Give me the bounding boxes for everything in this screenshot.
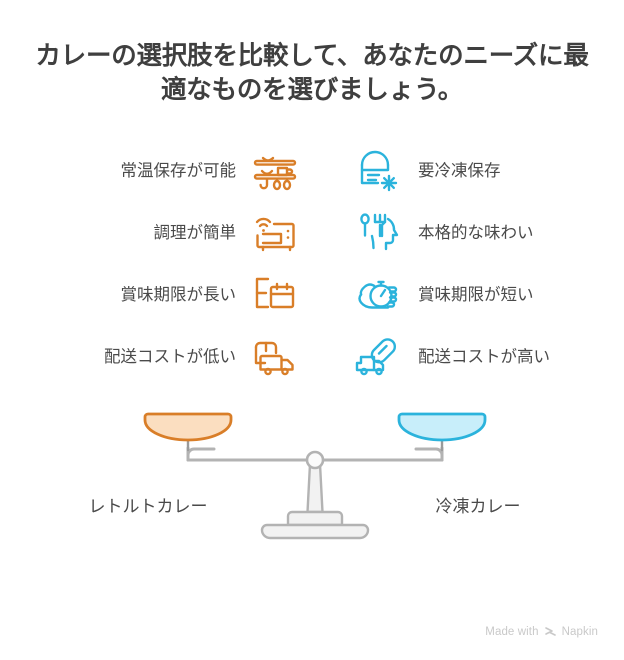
head-cutlery-icon bbox=[352, 208, 406, 258]
made-with-napkin-watermark[interactable]: Made with Napkin bbox=[485, 626, 598, 638]
left-column: 常温保存が可能 bbox=[22, 140, 302, 388]
kitchen-shelf-icon bbox=[248, 146, 302, 196]
list-item[interactable]: 本格的な味わい bbox=[352, 202, 624, 264]
list-item[interactable]: 配送コストが低い bbox=[22, 326, 302, 388]
truck-capsule-icon bbox=[352, 332, 406, 382]
right-item-label-2: 賞味期限が短い bbox=[418, 285, 534, 304]
left-item-label-0: 常温保存が可能 bbox=[120, 161, 237, 180]
list-item[interactable]: 賞味期限が長い bbox=[22, 264, 302, 326]
napkin-logo-icon bbox=[544, 626, 557, 638]
list-item[interactable]: 賞味期限が短い bbox=[352, 264, 624, 326]
left-item-label-3: 配送コストが低い bbox=[104, 347, 236, 366]
left-item-label-2: 賞味期限が長い bbox=[120, 285, 237, 304]
list-item[interactable]: 調理が簡単 bbox=[22, 202, 302, 264]
right-item-label-1: 本格的な味わい bbox=[418, 223, 534, 242]
hand-stopwatch-icon bbox=[352, 270, 406, 320]
watermark-prefix: Made with bbox=[485, 626, 539, 638]
page-title: カレーの選択肢を比較して、あなたのニーズに最適なものを選びましょう。 bbox=[35, 42, 589, 104]
right-item-label-3: 配送コストが高い bbox=[418, 347, 550, 366]
balance-scale-graphic bbox=[140, 398, 490, 548]
right-option-label: 冷凍カレー bbox=[435, 497, 521, 516]
list-item[interactable]: 常温保存が可能 bbox=[22, 140, 302, 202]
list-item[interactable]: 要冷凍保存 bbox=[352, 140, 624, 202]
calendar-icon bbox=[248, 270, 302, 320]
smart-microwave-icon bbox=[248, 208, 302, 258]
left-option-label: レトルトカレー bbox=[88, 497, 208, 516]
left-item-label-1: 調理が簡単 bbox=[153, 223, 237, 242]
list-item[interactable]: 配送コストが高い bbox=[352, 326, 624, 388]
box-truck-icon bbox=[248, 332, 302, 382]
freezer-snowflake-icon bbox=[352, 146, 406, 196]
watermark-brand: Napkin bbox=[561, 626, 598, 638]
right-item-label-0: 要冷凍保存 bbox=[418, 161, 501, 180]
right-column: 要冷凍保存 本格的な味わい bbox=[352, 140, 624, 388]
